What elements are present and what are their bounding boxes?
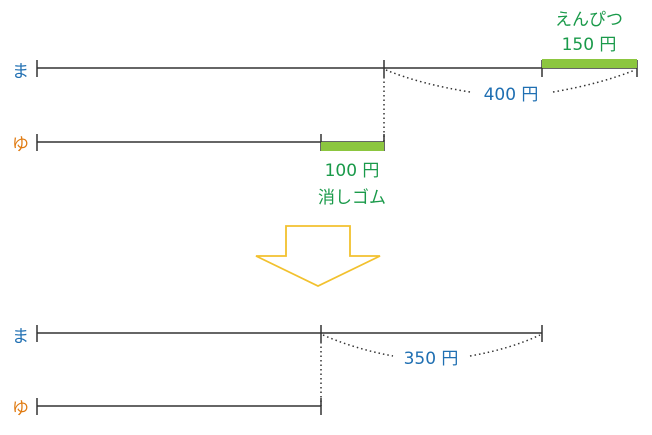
down-arrow-icon <box>255 225 381 287</box>
eraser-segment <box>321 142 384 151</box>
pencil-segment <box>542 59 637 68</box>
eraser-name: 消しゴム <box>318 187 386 208</box>
pencil-price: 150 円 <box>562 35 617 55</box>
bottom-diff-bracket-left <box>322 334 394 357</box>
bottom-diff-label: 350 円 <box>404 349 459 369</box>
bottom-ma-label: ま <box>12 327 29 347</box>
top-diff-bracket-right <box>552 69 636 93</box>
top-ma-label: ま <box>12 62 29 82</box>
top-diff-bracket-left <box>385 69 471 93</box>
top-section: ま えんぴつ 150 円 400 円 ゆ 100 円 消しゴム <box>12 10 638 208</box>
top-yu-label: ゆ <box>12 135 29 155</box>
pencil-name: えんぴつ <box>555 10 623 30</box>
bottom-yu-label: ゆ <box>12 399 29 419</box>
top-diff-label: 400 円 <box>484 85 539 105</box>
bottom-diff-bracket-right <box>469 334 541 357</box>
eraser-price: 100 円 <box>325 161 380 181</box>
bottom-section: ま 350 円 ゆ <box>12 325 543 419</box>
